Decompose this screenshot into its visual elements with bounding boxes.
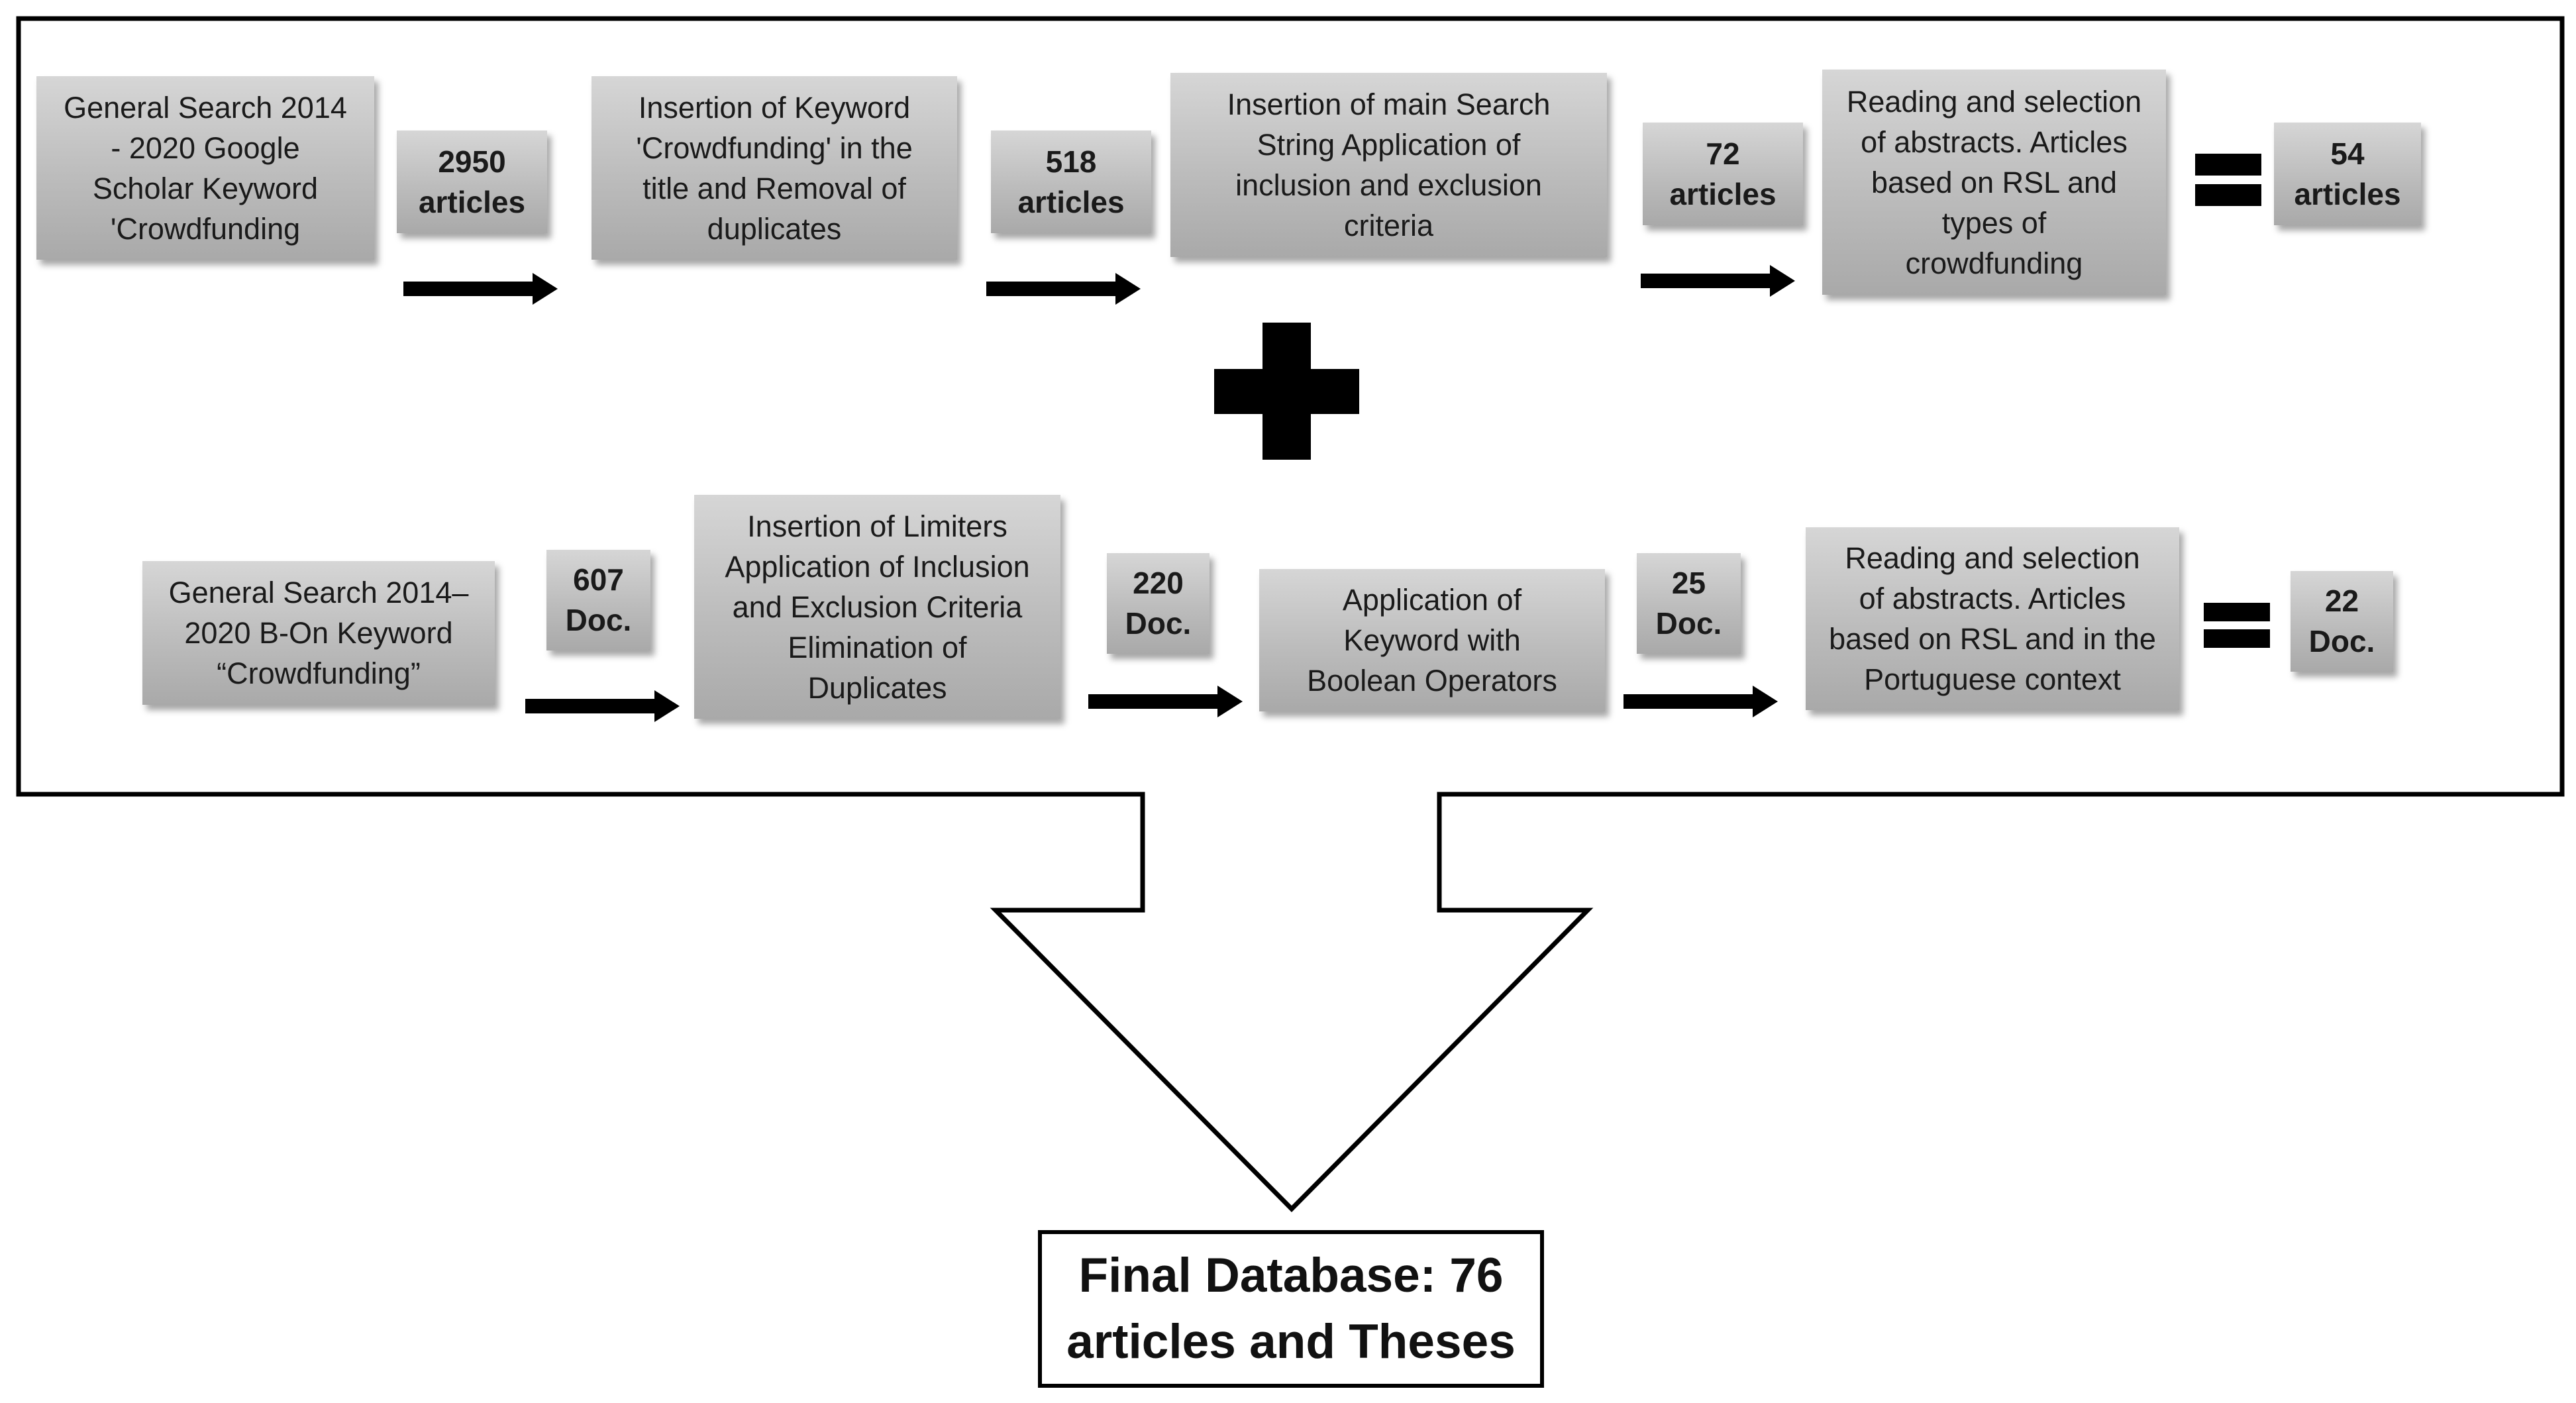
row2-step-3-line: Boolean Operators	[1307, 664, 1557, 698]
count-unit: articles	[2294, 176, 2401, 211]
row1-step-3-line: inclusion and exclusion	[1235, 168, 1542, 202]
count-unit: Doc.	[565, 603, 632, 637]
count-value: 220	[1133, 566, 1184, 600]
row1-step-4-line: Reading and selection	[1846, 84, 2142, 119]
row1-step-2-line: title and Removal of	[643, 171, 906, 205]
arrow-right-icon	[525, 690, 680, 722]
row1-step-3: Insertion of main Search String Applicat…	[1170, 73, 1607, 257]
count-unit: Doc.	[1125, 606, 1192, 641]
row1-step-2-line: duplicates	[707, 211, 842, 246]
row2-count-3: 25 Doc.	[1637, 553, 1741, 654]
equals-sign-row2	[2204, 603, 2270, 648]
row1-step-1-line: 'Crowdfunding	[110, 211, 301, 246]
final-database-box: Final Database: 76 articles and Theses	[1038, 1230, 1544, 1388]
row2-step-3-line: Application of	[1342, 583, 1522, 617]
row1-count-2: 518 articles	[991, 130, 1151, 233]
count-value: 2950	[438, 144, 506, 179]
row2-step-2: Insertion of Limiters Application of Inc…	[694, 495, 1060, 719]
row2-step-2-line: Insertion of Limiters	[747, 509, 1007, 543]
count-value: 22	[2324, 584, 2359, 618]
row2-step-2-line: Duplicates	[807, 670, 947, 705]
count-unit: Doc.	[1655, 606, 1722, 641]
row2-step-1: General Search 2014– 2020 B-On Keyword “…	[142, 561, 495, 705]
count-unit: articles	[418, 184, 526, 219]
row1-step-2-line: 'Crowdfunding' in the	[636, 130, 913, 165]
row1-count-3: 72 articles	[1643, 123, 1803, 225]
count-value: 72	[1706, 136, 1740, 171]
row1-step-1-line: Scholar Keyword	[92, 171, 319, 205]
row2-step-4-line: of abstracts. Articles	[1859, 582, 2126, 615]
row2-step-1-line: 2020 B-On Keyword	[184, 616, 453, 650]
final-database-line: articles and Theses	[1066, 1315, 1516, 1369]
row1-step-3-line: String Application of	[1257, 128, 1521, 162]
plus-sign	[1214, 323, 1359, 460]
count-value: 54	[2330, 136, 2365, 171]
count-unit: articles	[1669, 176, 1777, 211]
row2-step-1-line: General Search 2014–	[168, 576, 469, 609]
row2-step-3: Application of Keyword with Boolean Oper…	[1259, 569, 1605, 711]
row2-step-4-line: based on RSL and in the	[1829, 622, 2156, 656]
row1-step-2: Insertion of Keyword 'Crowdfunding' in t…	[592, 76, 957, 260]
equals-sign-row1	[2195, 154, 2261, 206]
row1-step-2-line: Insertion of Keyword	[638, 90, 911, 125]
count-unit: articles	[1017, 184, 1125, 219]
arrow-right-icon	[1623, 686, 1778, 717]
arrow-right-icon	[1088, 686, 1243, 717]
row2-step-1-line: “Crowdfunding”	[217, 656, 421, 690]
row1-step-4-line: based on RSL and	[1871, 165, 2118, 199]
count-value: 607	[573, 562, 624, 597]
row2-step-4-line: Portuguese context	[1864, 662, 2121, 696]
row1-step-3-line: Insertion of main Search	[1227, 87, 1551, 121]
row2-count-4: 22 Doc.	[2291, 571, 2393, 672]
row1-step-4-line: types of	[1941, 205, 2047, 240]
row2-step-4: Reading and selection of abstracts. Arti…	[1806, 527, 2179, 710]
count-value: 518	[1045, 144, 1097, 179]
arrow-right-icon	[986, 273, 1141, 305]
row2-step-2-line: Elimination of	[788, 630, 967, 664]
row1-step-4: Reading and selection of abstracts. Arti…	[1822, 70, 2166, 295]
row2-count-2: 220 Doc.	[1107, 553, 1210, 654]
row1-step-1-line: General Search 2014	[64, 90, 347, 125]
row1-step-4-line: of abstracts. Articles	[1861, 125, 2128, 159]
count-unit: Doc.	[2308, 624, 2375, 658]
row2-step-2-line: Application of Inclusion	[725, 549, 1030, 584]
final-database-line: Final Database: 76	[1078, 1249, 1504, 1302]
row2-count-1: 607 Doc.	[546, 550, 650, 650]
row1-count-4: 54 articles	[2274, 123, 2421, 225]
row1-step-1-line: - 2020 Google	[111, 130, 300, 165]
arrow-right-icon	[403, 273, 558, 305]
row2-step-4-line: Reading and selection	[1845, 541, 2140, 575]
row2-step-2-line: and Exclusion Criteria	[732, 590, 1023, 624]
count-value: 25	[1671, 566, 1706, 600]
row2-step-3-line: Keyword with	[1343, 623, 1521, 657]
row1-step-3-line: criteria	[1343, 209, 1434, 242]
row1-count-1: 2950 articles	[397, 130, 547, 233]
arrow-right-icon	[1641, 265, 1795, 297]
row1-step-4-line: crowdfunding	[1905, 246, 2083, 280]
row1-step-1: General Search 2014 - 2020 Google Schola…	[36, 76, 374, 260]
